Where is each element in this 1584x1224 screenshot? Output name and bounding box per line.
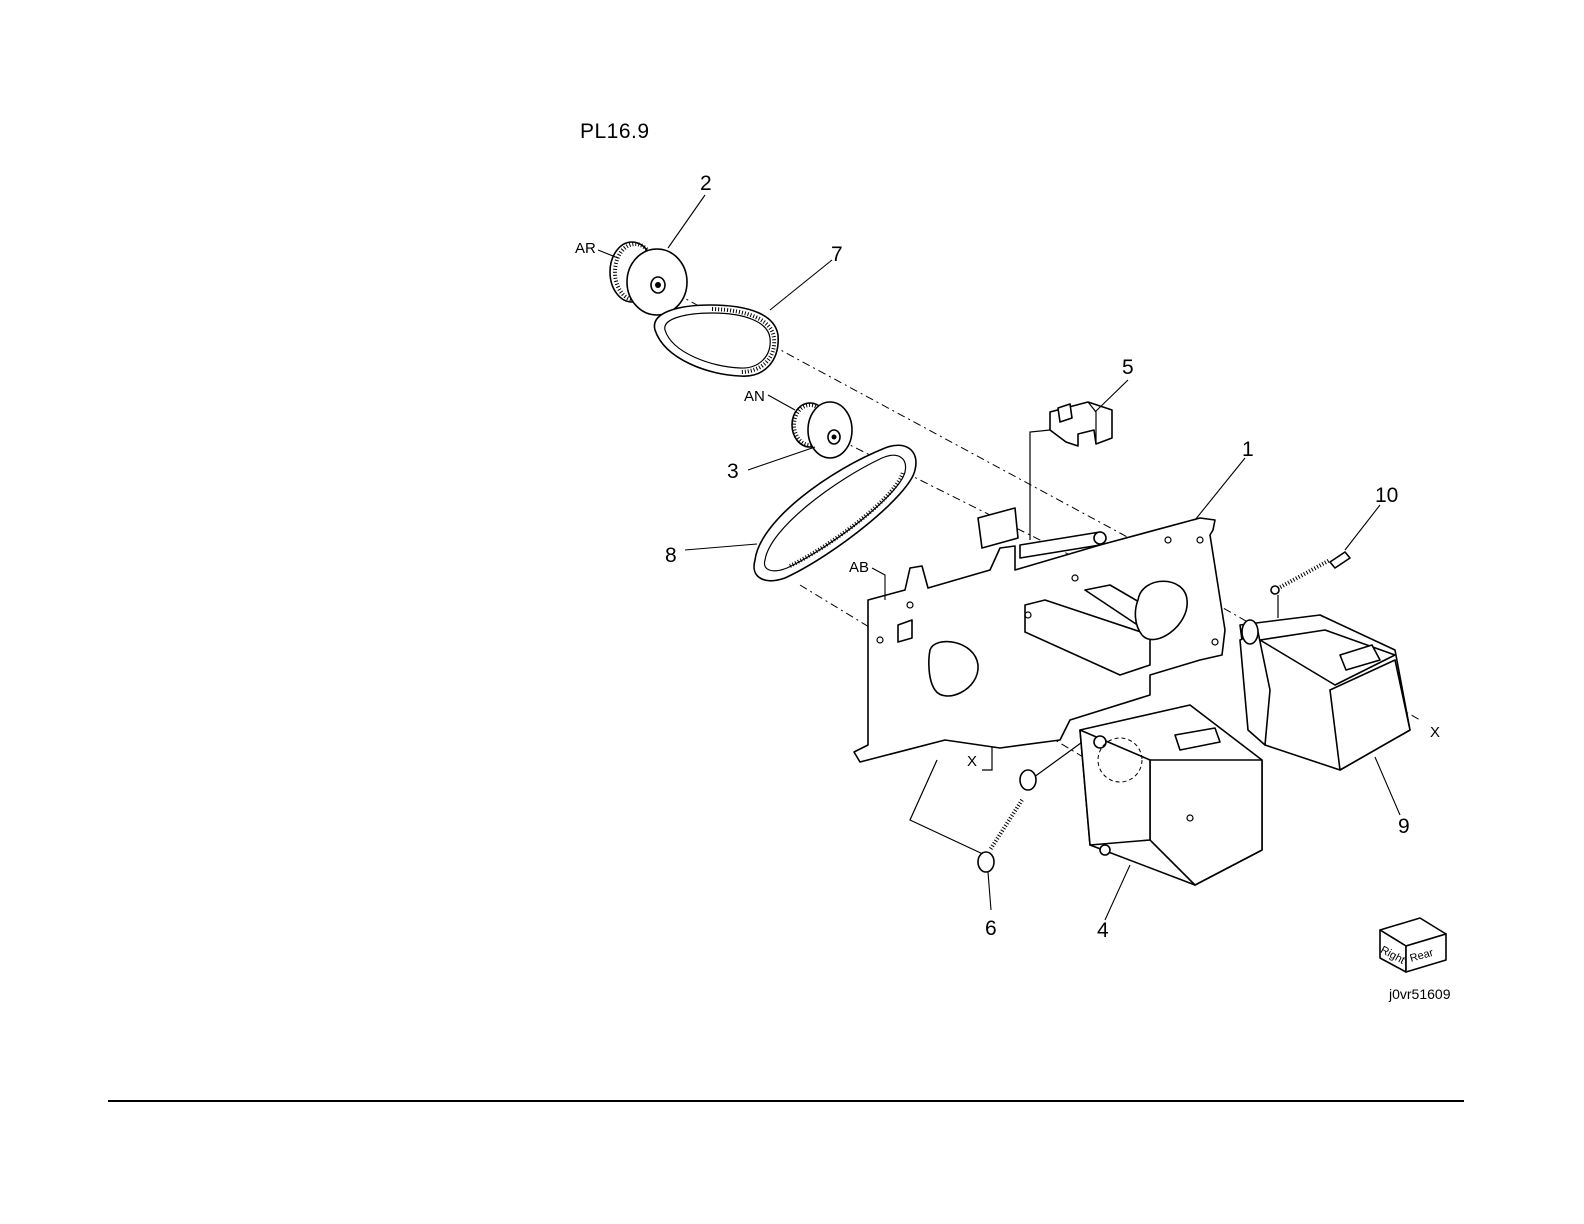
leader-7 bbox=[770, 260, 832, 310]
leader-4 bbox=[1105, 865, 1130, 920]
callout-1: 1 bbox=[1242, 438, 1254, 461]
callout-8: 8 bbox=[665, 544, 677, 567]
callout-6: 6 bbox=[985, 917, 997, 940]
spring-10 bbox=[1271, 552, 1350, 594]
callout-4: 4 bbox=[1097, 919, 1109, 942]
ref-ar: AR bbox=[575, 240, 596, 257]
callout-3: 3 bbox=[727, 460, 739, 483]
callout-10: 10 bbox=[1375, 484, 1398, 507]
orientation-cube-icon: Right Rear bbox=[1378, 918, 1446, 972]
motor-9 bbox=[1240, 615, 1410, 770]
leader-9 bbox=[1375, 757, 1400, 815]
footer-rule bbox=[108, 1100, 1464, 1102]
bracket-spring-6 bbox=[910, 760, 985, 855]
pulley-3 bbox=[792, 402, 852, 458]
leader-3 bbox=[748, 447, 815, 470]
belt-7 bbox=[654, 305, 778, 376]
ref-ab: AB bbox=[849, 559, 869, 576]
motor-4 bbox=[1080, 705, 1262, 885]
leader-spring-6-top bbox=[1030, 740, 1085, 780]
leader-an bbox=[768, 395, 795, 410]
leader-8 bbox=[685, 544, 757, 550]
leader-1 bbox=[1195, 458, 1245, 520]
leader-6 bbox=[988, 872, 991, 910]
figure-id: j0vr51609 bbox=[1389, 986, 1451, 1002]
sensor-5 bbox=[1050, 402, 1112, 446]
callout-7: 7 bbox=[831, 243, 843, 266]
leader-5 bbox=[1095, 380, 1128, 412]
ref-x-left: X bbox=[967, 753, 977, 770]
leader-10 bbox=[1345, 505, 1380, 550]
callout-2: 2 bbox=[700, 172, 712, 195]
belt-8 bbox=[754, 445, 916, 580]
leader-sensor-5 bbox=[1030, 430, 1050, 540]
leader-2 bbox=[668, 195, 705, 248]
callout-9: 9 bbox=[1398, 815, 1410, 838]
ref-x-right: X bbox=[1430, 724, 1440, 741]
callout-5: 5 bbox=[1122, 356, 1134, 379]
spring-6 bbox=[978, 770, 1036, 872]
ref-an: AN bbox=[744, 388, 765, 405]
pulley-2 bbox=[610, 242, 687, 315]
